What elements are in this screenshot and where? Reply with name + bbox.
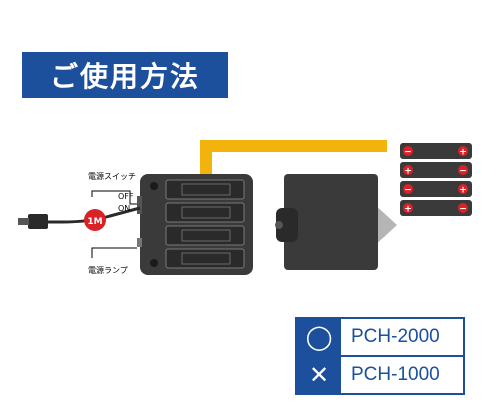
battery-slot-3 (165, 225, 245, 246)
power-switch (137, 196, 142, 214)
svg-text:+: + (459, 186, 467, 196)
power-switch-label: 電源スイッチ (88, 172, 136, 181)
battery-slot-4 (165, 248, 245, 269)
compatibility-table: ◯ PCH-2000 ✕ PCH-1000 (295, 317, 465, 395)
battery-1: − + (400, 143, 472, 159)
compat-row-incompatible: ✕ PCH-1000 (297, 355, 463, 393)
page-title: ご使用方法 (22, 52, 228, 98)
usb-plug (28, 214, 48, 229)
battery-slot-1 (165, 179, 245, 200)
compatible-circle-icon: ◯ (297, 319, 341, 355)
on-label: ON (118, 204, 130, 213)
svg-text:−: − (459, 167, 467, 177)
case-screw-top (150, 182, 158, 190)
off-label: OFF (118, 192, 134, 201)
compat-row-compatible: ◯ PCH-2000 (297, 319, 463, 355)
compat-model-name: PCH-1000 (351, 364, 440, 385)
power-lamp-label: 電源ランプ (88, 266, 128, 275)
power-lamp-leader (91, 247, 137, 258)
svg-text:+: + (404, 205, 412, 215)
svg-text:−: − (404, 148, 412, 158)
svg-text:+: + (404, 167, 412, 177)
svg-text:−: − (459, 205, 467, 215)
power-lamp (137, 238, 142, 247)
compat-model-name: PCH-2000 (351, 326, 440, 347)
battery-2: + − (400, 162, 472, 178)
power-switch-leader (91, 190, 137, 205)
cable-length-text: 1M (87, 217, 102, 227)
slide-arrow-head (372, 202, 397, 248)
svg-text:+: + (459, 148, 467, 158)
usage-illustration: 1M 電源スイッチ OFF ON 電源ランプ − + + − − + + − (18, 140, 472, 275)
battery-slot-2 (165, 202, 245, 223)
battery-3: − + (400, 181, 472, 197)
battery-4: + − (400, 200, 472, 216)
battery-cover (284, 174, 378, 270)
case-screw-bottom (150, 259, 158, 267)
svg-text:−: − (404, 186, 412, 196)
cover-latch (276, 208, 298, 242)
cable-length-tag (84, 209, 106, 231)
incompatible-cross-icon: ✕ (297, 357, 341, 393)
